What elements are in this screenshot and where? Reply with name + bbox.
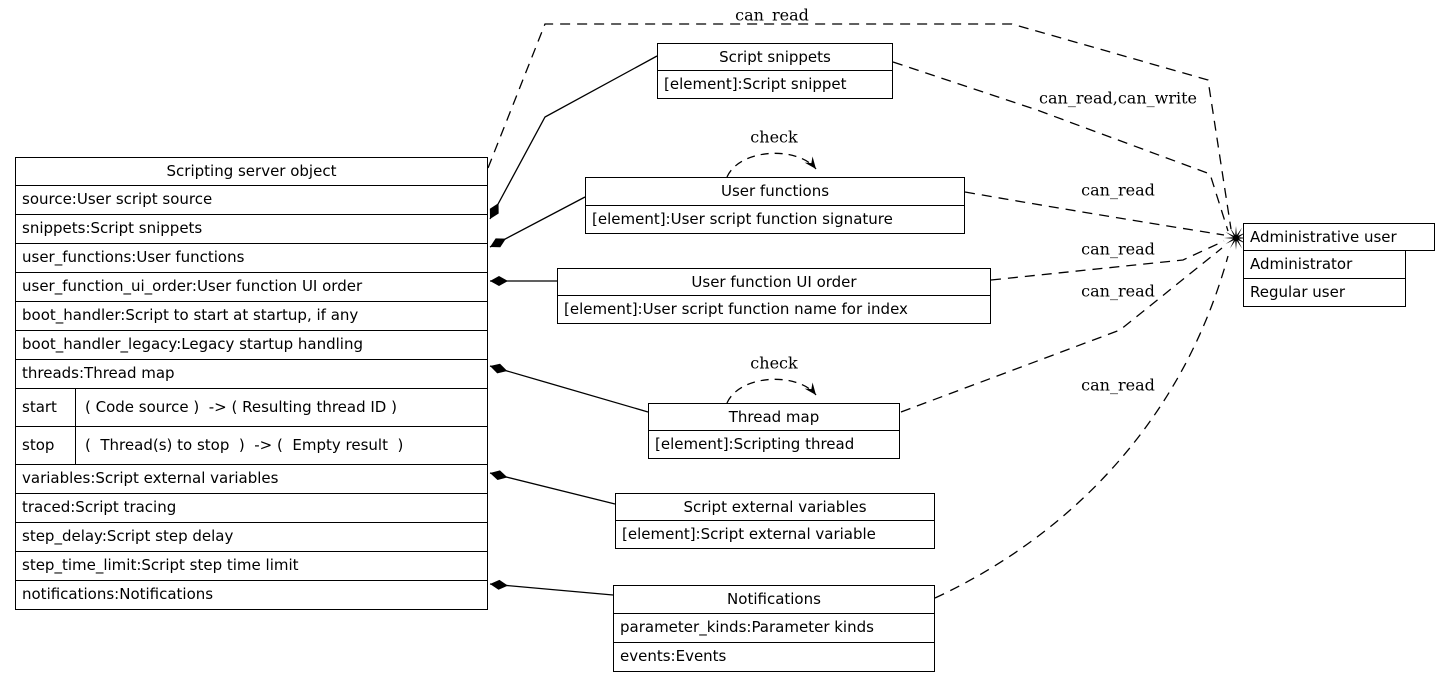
node-title: User function UI order bbox=[691, 273, 857, 291]
element-row: [element]:Script external variable bbox=[616, 520, 934, 548]
check-self-loop-user-functions bbox=[726, 152, 817, 178]
arrowhead-burst bbox=[1224, 226, 1248, 250]
admin-row-administrator: Administrator bbox=[1243, 250, 1406, 279]
permission-edge-user-functions bbox=[964, 191, 1225, 236]
attribute-row-boot-handler: boot_handler:Script to start at startup,… bbox=[16, 301, 487, 330]
edge-label-can-read-can-write-snippets: can_read,can_write bbox=[1039, 88, 1197, 108]
element-row: [element]:Scripting thread bbox=[649, 430, 899, 458]
method-signature: ( Code source ) -> ( Resulting thread ID… bbox=[85, 398, 397, 416]
composition-edge-variables bbox=[489, 470, 616, 505]
permission-edge-ui-order bbox=[990, 240, 1225, 281]
node-user-functions: User functions [element]:User script fun… bbox=[585, 177, 965, 234]
permission-edge-thread-map bbox=[900, 247, 1223, 413]
attribute-row-user-function-ui-order: user_function_ui_order:User function UI … bbox=[16, 272, 487, 301]
attribute-row-boot-handler-legacy: boot_handler_legacy:Legacy startup handl… bbox=[16, 330, 487, 359]
node-notifications: Notifications parameter_kinds:Parameter … bbox=[613, 585, 935, 672]
attribute-row-step-delay: step_delay:Script step delay bbox=[16, 522, 487, 551]
element-row: [element]:User script function name for … bbox=[558, 295, 990, 323]
check-self-loop-thread-map bbox=[726, 378, 817, 404]
edge-label-check-user-functions: check bbox=[750, 127, 798, 147]
edge-label-can-read-ui-order: can_read bbox=[1081, 239, 1155, 259]
composition-edge-notifications bbox=[489, 579, 614, 596]
method-name: stop bbox=[16, 427, 76, 464]
attribute-row-snippets: snippets:Script snippets bbox=[16, 214, 487, 243]
edge-label-can-read-notifications: can_read bbox=[1081, 375, 1155, 395]
permission-edge-notifications bbox=[934, 255, 1229, 599]
attribute-row-events: events:Events bbox=[614, 642, 934, 671]
node-title: Script external variables bbox=[683, 498, 867, 516]
attribute-row-user-functions: user_functions:User functions bbox=[16, 243, 487, 272]
attribute-row-parameter-kinds: parameter_kinds:Parameter kinds bbox=[614, 613, 934, 642]
node-title: Script snippets bbox=[719, 48, 831, 66]
attribute-row-traced: traced:Script tracing bbox=[16, 493, 487, 522]
node-script-snippets: Script snippets [element]:Script snippet bbox=[657, 43, 893, 99]
method-row-start: start ( Code source ) -> ( Resulting thr… bbox=[16, 388, 487, 426]
attribute-row-source: source:User script source bbox=[16, 185, 487, 214]
attribute-row-notifications: notifications:Notifications bbox=[16, 580, 487, 609]
method-signature: ( Thread(s) to stop ) -> ( Empty result … bbox=[85, 436, 404, 454]
element-row: [element]:User script function signature bbox=[586, 205, 964, 233]
composition-edge-user-functions bbox=[489, 196, 586, 248]
edge-label-can-read-user-functions: can_read bbox=[1081, 180, 1155, 200]
attribute-row-threads: threads:Thread map bbox=[16, 359, 487, 388]
node-title: User functions bbox=[720, 182, 830, 200]
attribute-row-step-time-limit: step_time_limit:Script step time limit bbox=[16, 551, 487, 580]
element-row: [element]:Script snippet bbox=[658, 70, 892, 98]
edge-label-can-read-thread-map: can_read bbox=[1081, 281, 1155, 301]
node-administrative-user-title: Administrative user bbox=[1243, 223, 1435, 251]
composition-edge-snippets bbox=[489, 55, 658, 220]
permission-edge-snippets bbox=[892, 61, 1229, 232]
node-title: Thread map bbox=[728, 408, 820, 426]
node-user-function-ui-order: User function UI order [element]:User sc… bbox=[557, 268, 991, 324]
edge-label-can-read-server: can_read bbox=[735, 5, 809, 25]
method-row-stop: stop ( Thread(s) to stop ) -> ( Empty re… bbox=[16, 426, 487, 464]
node-thread-map: Thread map [element]:Scripting thread bbox=[648, 403, 900, 459]
composition-edge-threads bbox=[489, 363, 649, 413]
node-title: Notifications bbox=[727, 590, 821, 608]
permission-edge-server bbox=[487, 23, 1232, 230]
node-script-external-variables: Script external variables [element]:Scri… bbox=[615, 493, 935, 549]
attribute-row-variables: variables:Script external variables bbox=[16, 464, 487, 493]
edge-label-check-thread-map: check bbox=[750, 353, 798, 373]
method-name: start bbox=[16, 389, 76, 426]
node-title: Scripting server object bbox=[166, 162, 337, 180]
admin-row-regular-user: Regular user bbox=[1243, 278, 1406, 307]
node-scripting-server-object: Scripting server object source:User scri… bbox=[15, 157, 488, 610]
